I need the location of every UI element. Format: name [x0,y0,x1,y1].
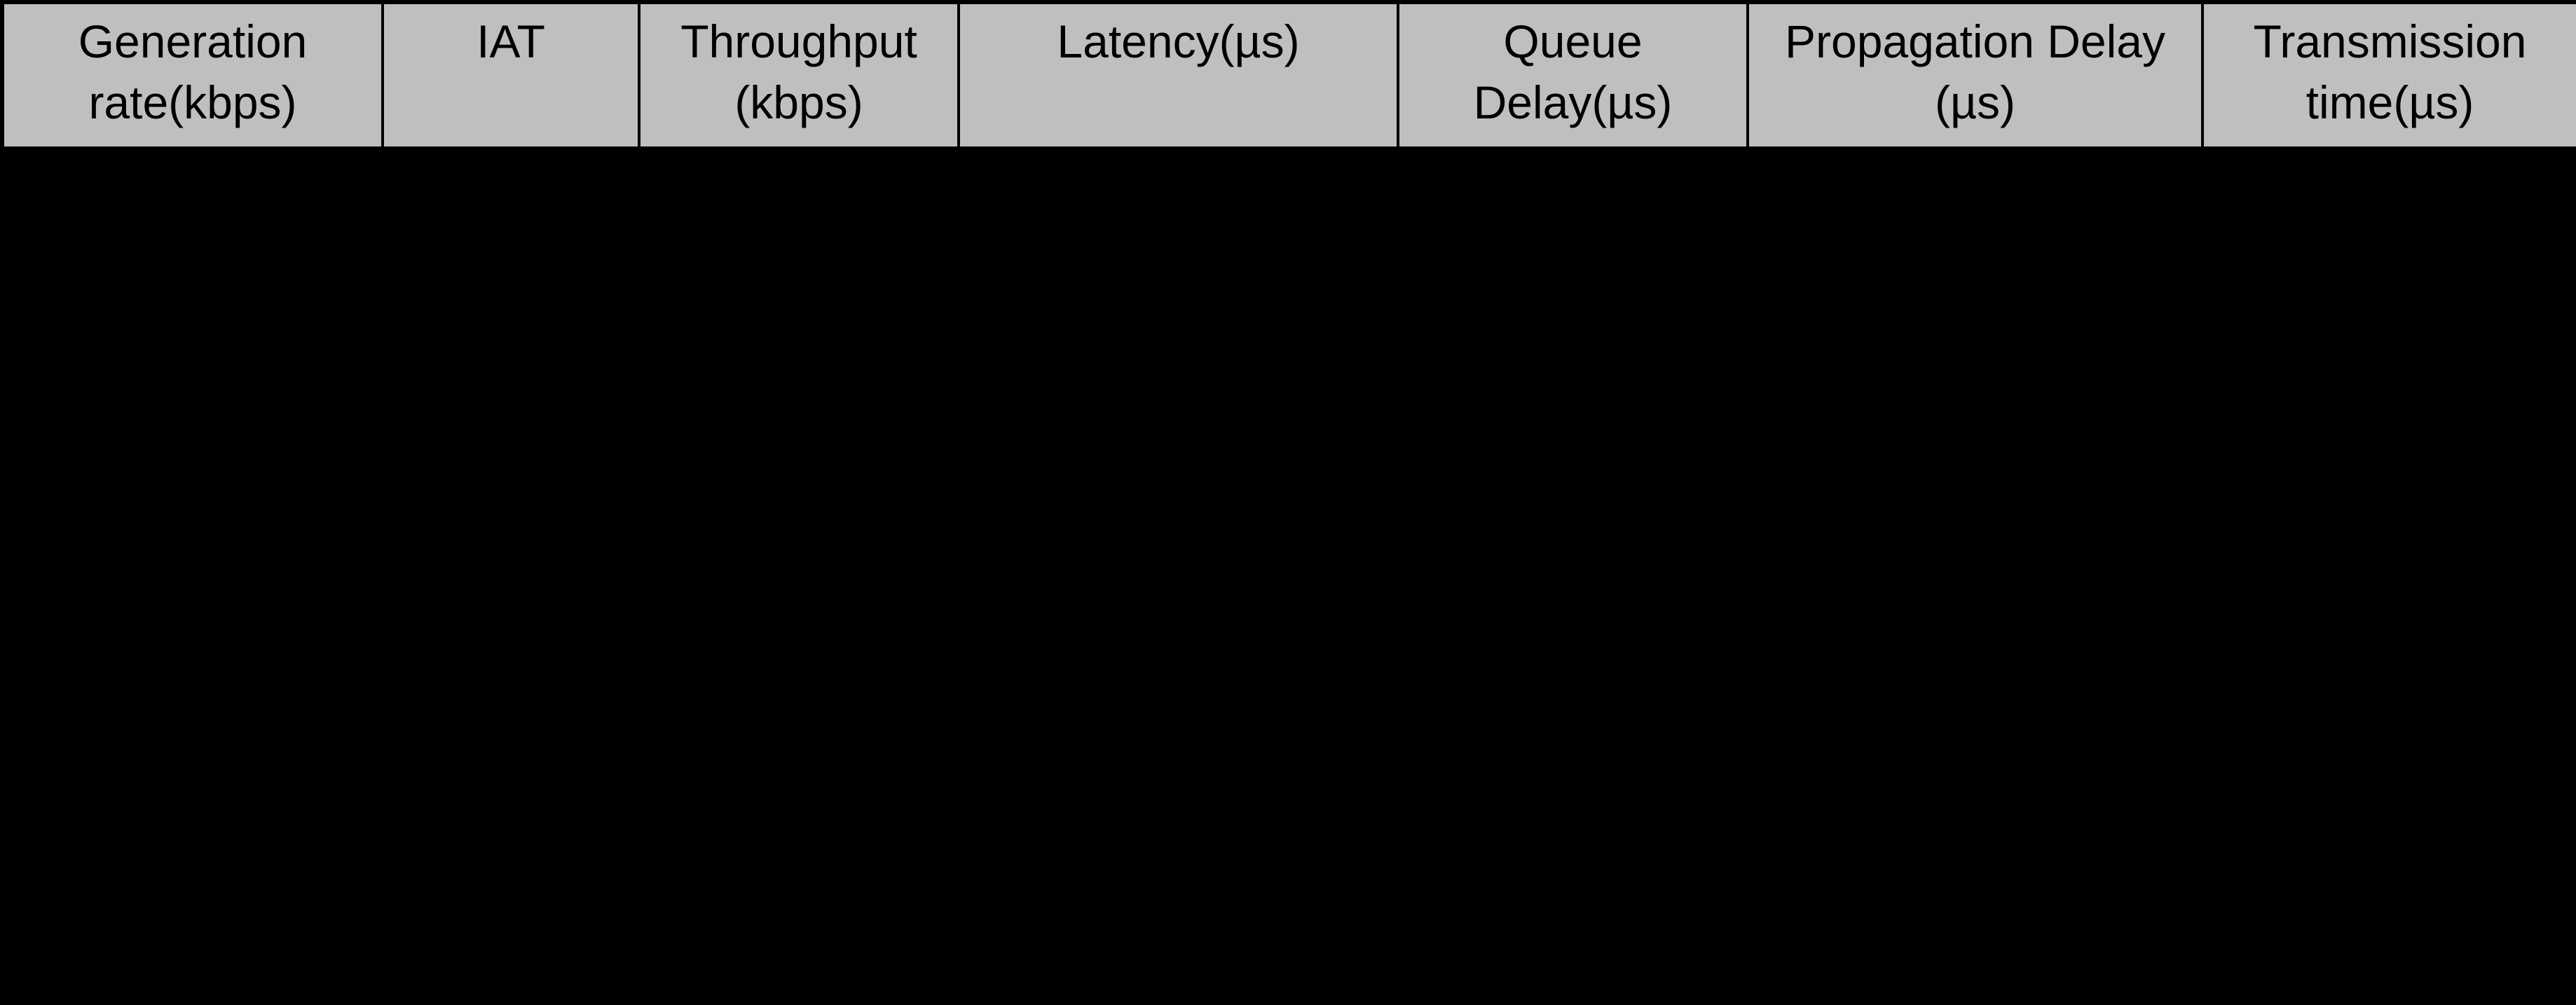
column-header-iat: IAT [381,1,640,150]
column-header-propagation-delay: Propagation Delay (µs) [1746,1,2204,150]
metrics-table: Generation rate(kbps) IAT Throughput (kb… [0,0,2576,151]
column-header-generation-rate: Generation rate(kbps) [1,1,384,150]
column-header-transmission-time: Transmission time(µs) [2201,1,2576,150]
column-header-latency: Latency(µs) [957,1,1399,150]
column-header-throughput: Throughput (kbps) [638,1,960,150]
table-header-row: Generation rate(kbps) IAT Throughput (kb… [1,1,2576,150]
column-header-queue-delay: Queue Delay(µs) [1397,1,1749,150]
table-body-empty-area [0,151,2576,1005]
